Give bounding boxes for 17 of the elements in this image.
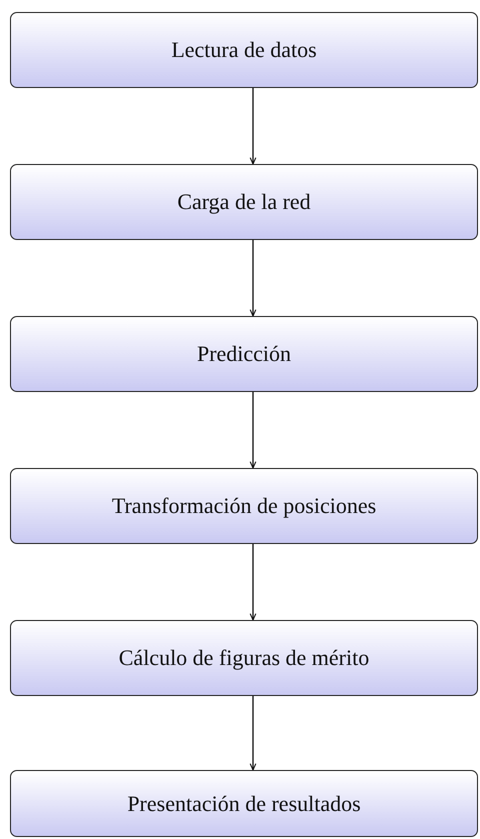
process-box <box>10 620 478 696</box>
step-label: Carga de la red <box>177 189 311 215</box>
arrow <box>250 544 256 621</box>
step-label: Cálculo de figuras de mérito <box>118 645 370 671</box>
step-label: Presentación de resultados <box>127 790 361 816</box>
step-label: Lectura de datos <box>171 37 317 63</box>
process-box <box>10 468 478 544</box>
arrow <box>250 696 256 771</box>
step-label: Transformación de posiciones <box>112 493 376 519</box>
process-box <box>10 770 478 837</box>
process-box <box>10 12 478 88</box>
step-label: Predicción <box>196 341 292 367</box>
arrow <box>250 88 256 165</box>
process-box <box>10 316 478 392</box>
process-box <box>10 164 478 240</box>
arrow <box>250 240 256 317</box>
arrow <box>250 392 256 469</box>
